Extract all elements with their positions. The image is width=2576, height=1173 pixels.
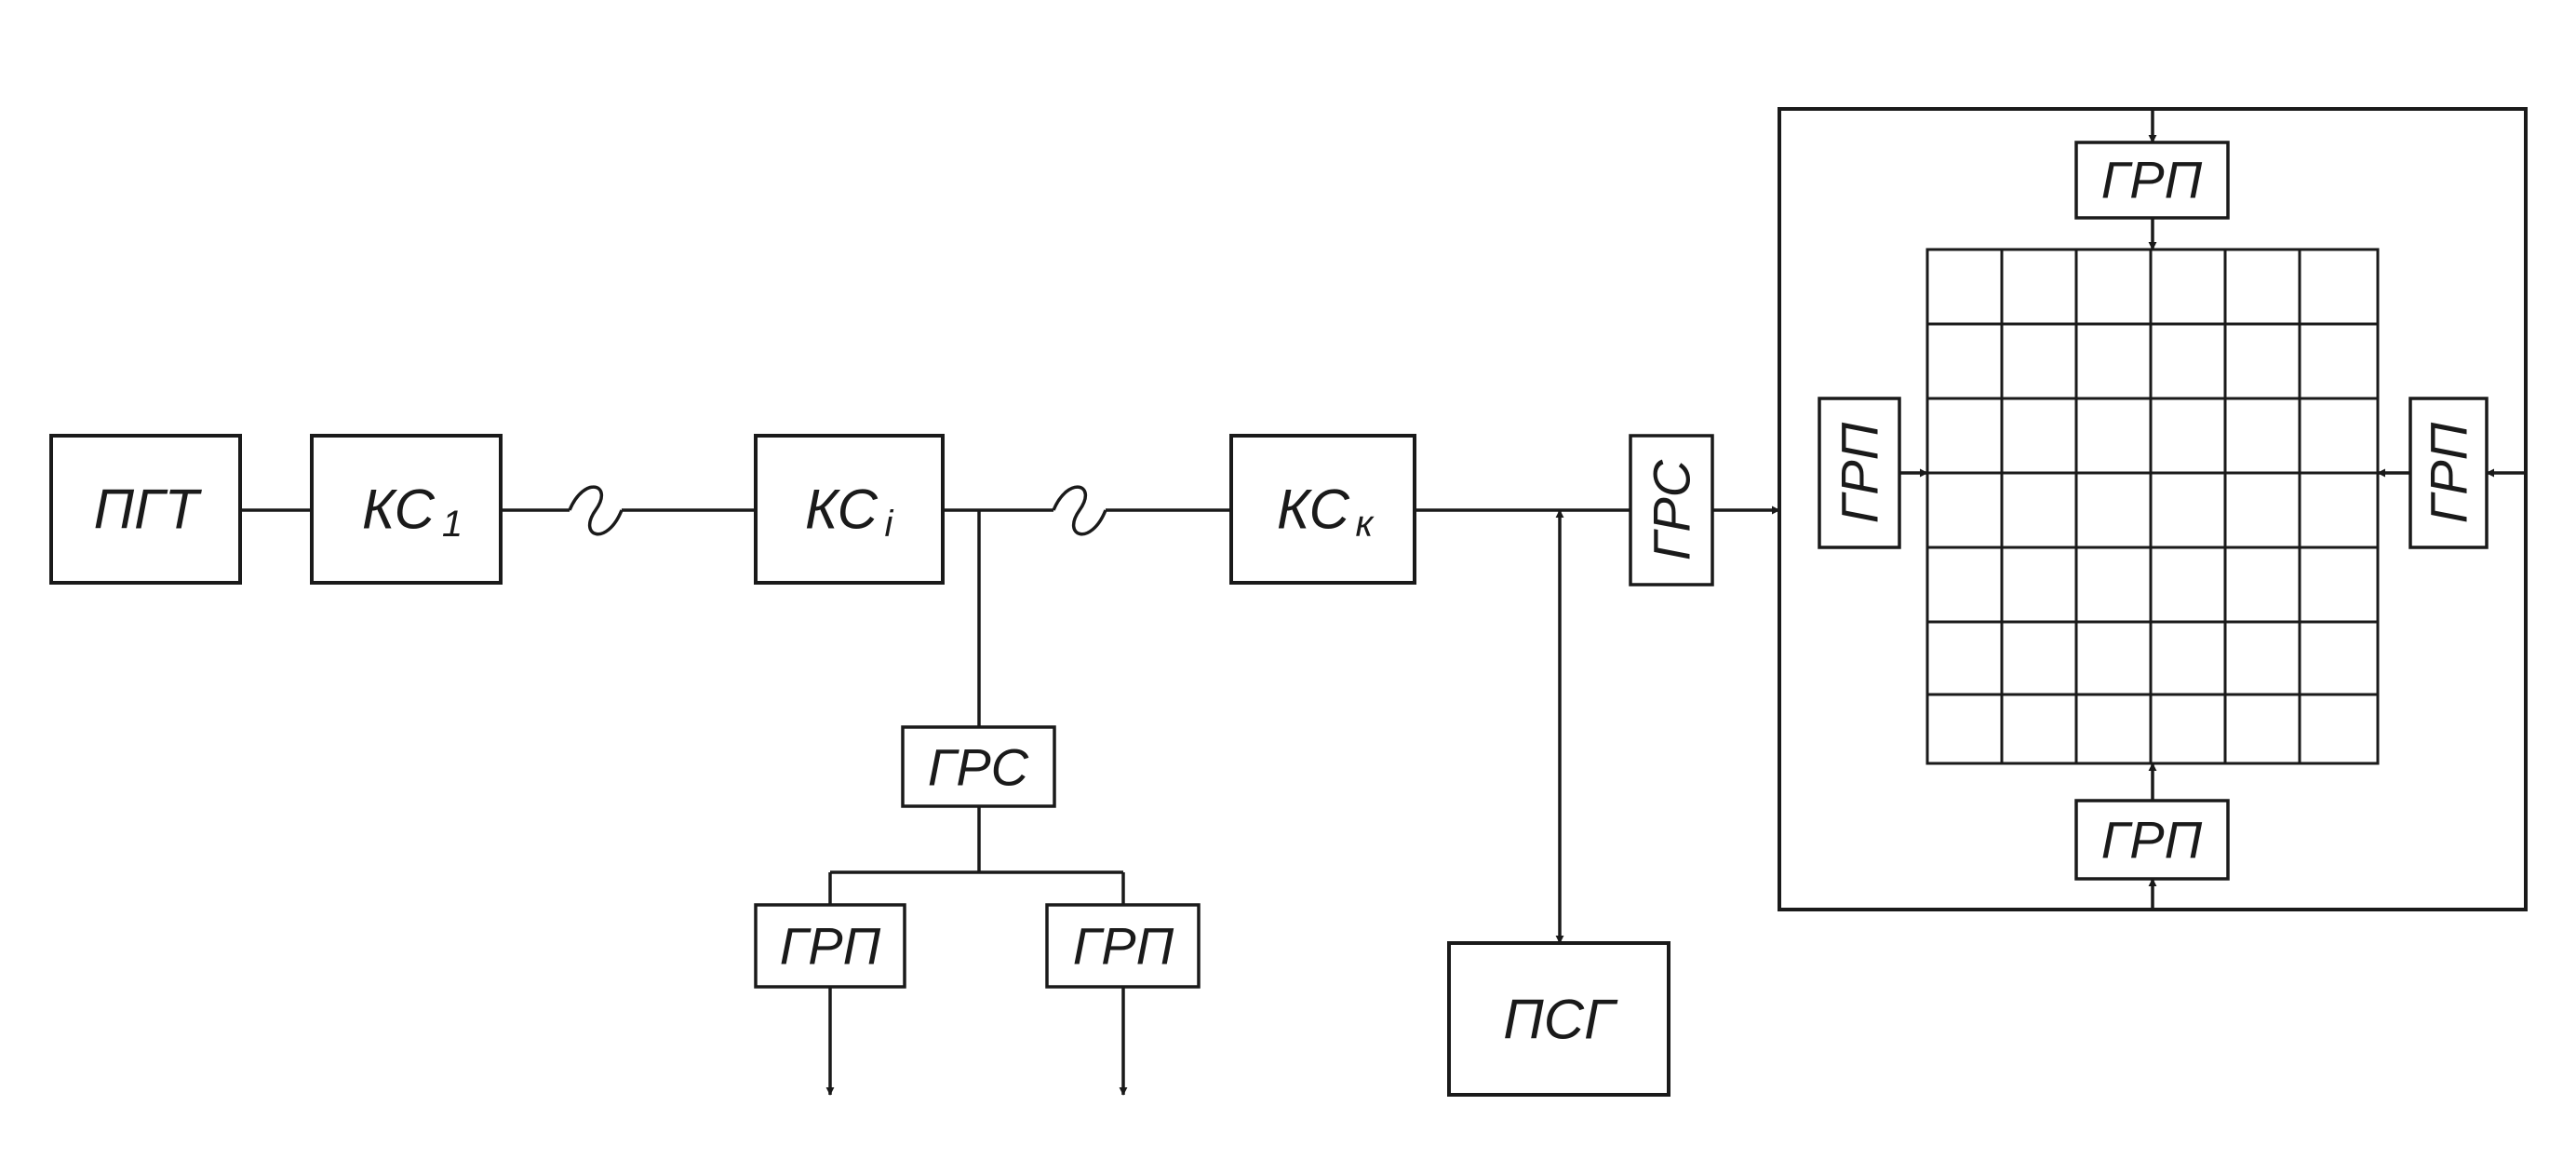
- main-pipeline: [240, 485, 1780, 536]
- block-ksk: КС к: [1229, 434, 1416, 585]
- block-pgt-label: ПГТ: [94, 479, 203, 541]
- block-grp-right-label: ГРП: [1073, 917, 1174, 976]
- block-grp-city-right: ГРП: [2408, 397, 2489, 549]
- block-grs-city-label: ГРС: [1643, 459, 1701, 560]
- branch-pipeline: [825, 510, 1128, 1096]
- block-grp-right: ГРП: [1045, 903, 1201, 989]
- city-feed-arrows: [1899, 109, 2526, 910]
- block-ksk-label: КС: [1277, 479, 1350, 541]
- pipe-break-mark-2: [1052, 485, 1107, 536]
- block-psg-label: ПСГ: [1503, 989, 1618, 1051]
- block-grp-left: ГРП: [754, 903, 906, 989]
- block-ksi-subscript: i: [885, 504, 894, 545]
- block-grs-branch-label: ГРС: [928, 738, 1029, 797]
- block-psg: ПСГ: [1447, 941, 1670, 1097]
- block-grp-city-left: ГРП: [1818, 397, 1901, 549]
- pipe-break-mark-1: [568, 485, 624, 536]
- block-grp-city-bottom: ГРП: [2074, 799, 2230, 881]
- block-pgt: ПГТ: [49, 434, 242, 585]
- block-grs-city: ГРС: [1629, 434, 1714, 586]
- block-ksi-label: КС: [805, 479, 879, 541]
- block-ksk-subscript: к: [1356, 504, 1375, 545]
- block-ksi: КС i: [754, 434, 945, 585]
- block-grs-branch: ГРС: [901, 725, 1056, 808]
- block-grp-city-bottom-label: ГРП: [2101, 811, 2203, 870]
- block-ks1-label: КС: [362, 479, 436, 541]
- block-grp-city-left-label: ГРП: [1831, 422, 1889, 523]
- block-grp-city-top-label: ГРП: [2101, 151, 2203, 209]
- block-grp-left-label: ГРП: [780, 917, 881, 976]
- block-ks1: КС 1: [310, 434, 503, 585]
- city-area: ГРП ГРП ГРП ГРП: [1778, 107, 2528, 911]
- block-grp-city-top: ГРП: [2074, 141, 2230, 220]
- block-grp-city-right-label: ГРП: [2420, 422, 2478, 523]
- block-ks1-subscript: 1: [442, 504, 463, 545]
